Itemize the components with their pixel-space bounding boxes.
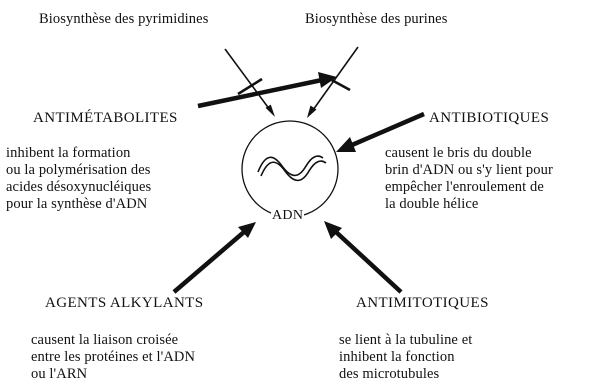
alkylants-desc-line-2: entre les protéines et l'ADN xyxy=(31,349,195,366)
pyrimidines-label: Biosynthèse des pyrimidines xyxy=(39,11,208,28)
antibiotiques-desc-line-4: la double hélice xyxy=(385,196,478,213)
antibiotiques-arrowhead xyxy=(336,137,356,152)
antibiotiques-title: ANTIBIOTIQUES xyxy=(429,110,549,127)
adn-label: ADN xyxy=(271,208,304,225)
antimetabolites-desc-line-1: inhibent la formation xyxy=(6,145,131,162)
antimitotiques-desc-line-2: inhibent la fonction xyxy=(339,349,455,366)
antibiotiques-desc-line-3: empêcher l'enroulement de xyxy=(385,179,544,196)
antimetabolites-desc-line-4: pour la synthèse d'ADN xyxy=(6,196,147,213)
purines-label: Biosynthèse des purines xyxy=(305,11,447,28)
antimetabolites-desc-line-3: acides désoxynucléiques xyxy=(6,179,151,196)
adn-circle xyxy=(242,121,338,217)
alkylants-desc-line-1: causent la liaison croisée xyxy=(31,332,178,349)
antimitotiques-desc-line-1: se lient à la tubuline et xyxy=(339,332,472,349)
antimetabolites-desc-line-2: ou la polymérisation des xyxy=(6,162,151,179)
antimitotiques-title: ANTIMITOTIQUES xyxy=(356,295,489,312)
antimitotiques-arrow xyxy=(336,232,401,292)
alkylants-arrow xyxy=(174,232,244,292)
antimitotiques-desc-line-3: des microtubules xyxy=(339,366,439,383)
alkylants-desc-line-3: ou l'ARN xyxy=(31,366,87,383)
alkylants-title: AGENTS ALKYLANTS xyxy=(45,295,203,312)
antibiotiques-arrow xyxy=(352,114,424,145)
antimetabolites-arrow xyxy=(198,80,322,106)
antibiotiques-desc-line-1: causent le bris du double xyxy=(385,145,532,162)
antimetabolites-title: ANTIMÉTABOLITES xyxy=(33,110,178,127)
antibiotiques-desc-line-2: brin d'ADN ou s'y lient pour xyxy=(385,162,553,179)
